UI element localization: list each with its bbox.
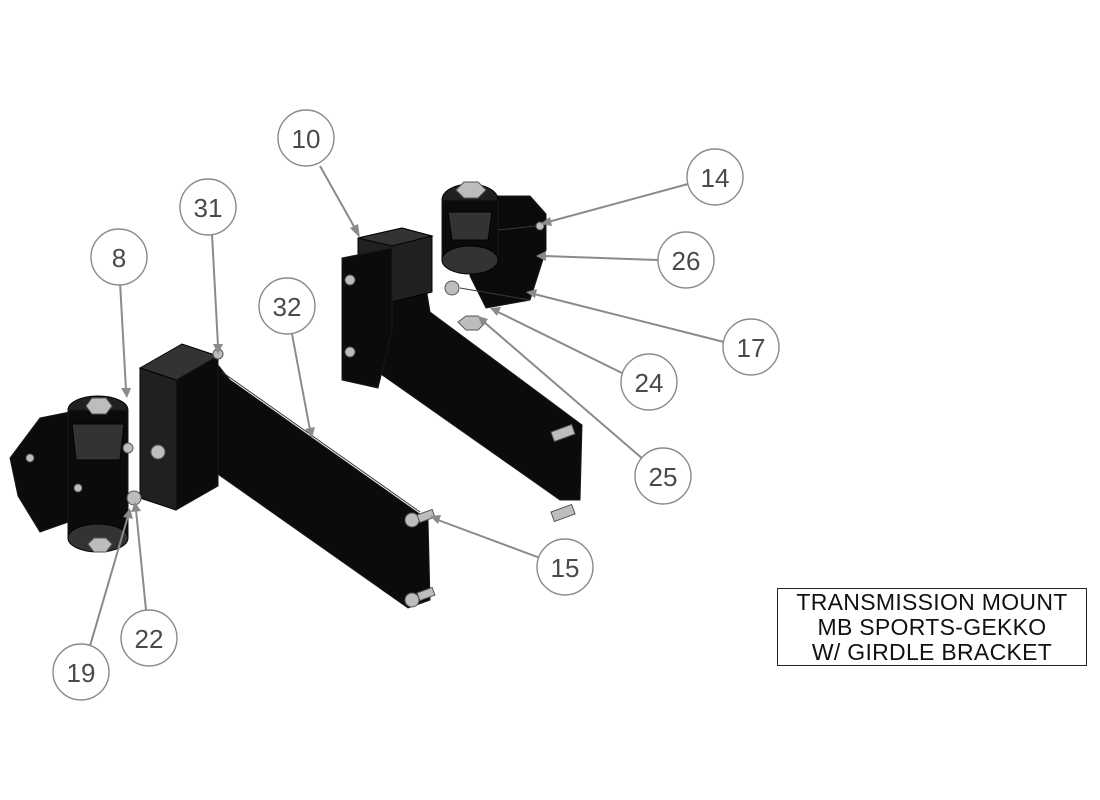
right-mount-assembly — [341, 181, 583, 523]
balloon-26-label: 26 — [672, 246, 701, 276]
left-mount-assembly — [9, 343, 436, 609]
balloon-22-label: 22 — [135, 624, 164, 654]
leader-lines — [89, 165, 725, 647]
balloon-15: 15 — [536, 538, 594, 596]
balloon-24: 24 — [620, 353, 678, 411]
balloon-14: 14 — [686, 148, 744, 206]
balloon-14-label: 14 — [701, 163, 730, 193]
balloon-17-label: 17 — [737, 333, 766, 363]
balloon-8: 8 — [90, 228, 148, 286]
balloon-17: 17 — [722, 318, 780, 376]
balloon-32-label: 32 — [273, 292, 302, 322]
balloon-15-label: 15 — [551, 553, 580, 583]
balloon-31: 31 — [179, 178, 237, 236]
balloon-19: 19 — [52, 643, 110, 701]
balloon-31-label: 31 — [194, 193, 223, 223]
balloon-22: 22 — [120, 609, 178, 667]
balloon-25: 25 — [634, 447, 692, 505]
balloon-25-label: 25 — [649, 462, 678, 492]
title-line-2: MB SPORTS-GEKKO — [817, 613, 1047, 640]
balloon-32: 32 — [258, 277, 316, 335]
title-line-3: W/ GIRDLE BRACKET — [811, 638, 1053, 665]
balloon-26: 26 — [657, 231, 715, 289]
balloon-10-label: 10 — [292, 124, 321, 154]
title-line-1: TRANSMISSION MOUNT — [796, 588, 1068, 615]
title-block: TRANSMISSION MOUNT MB SPORTS-GEKKO W/ GI… — [777, 588, 1087, 666]
balloon-10: 10 — [277, 109, 335, 167]
balloon-8-label: 8 — [112, 243, 126, 273]
balloon-24-label: 24 — [635, 368, 664, 398]
balloon-19-label: 19 — [67, 658, 96, 688]
